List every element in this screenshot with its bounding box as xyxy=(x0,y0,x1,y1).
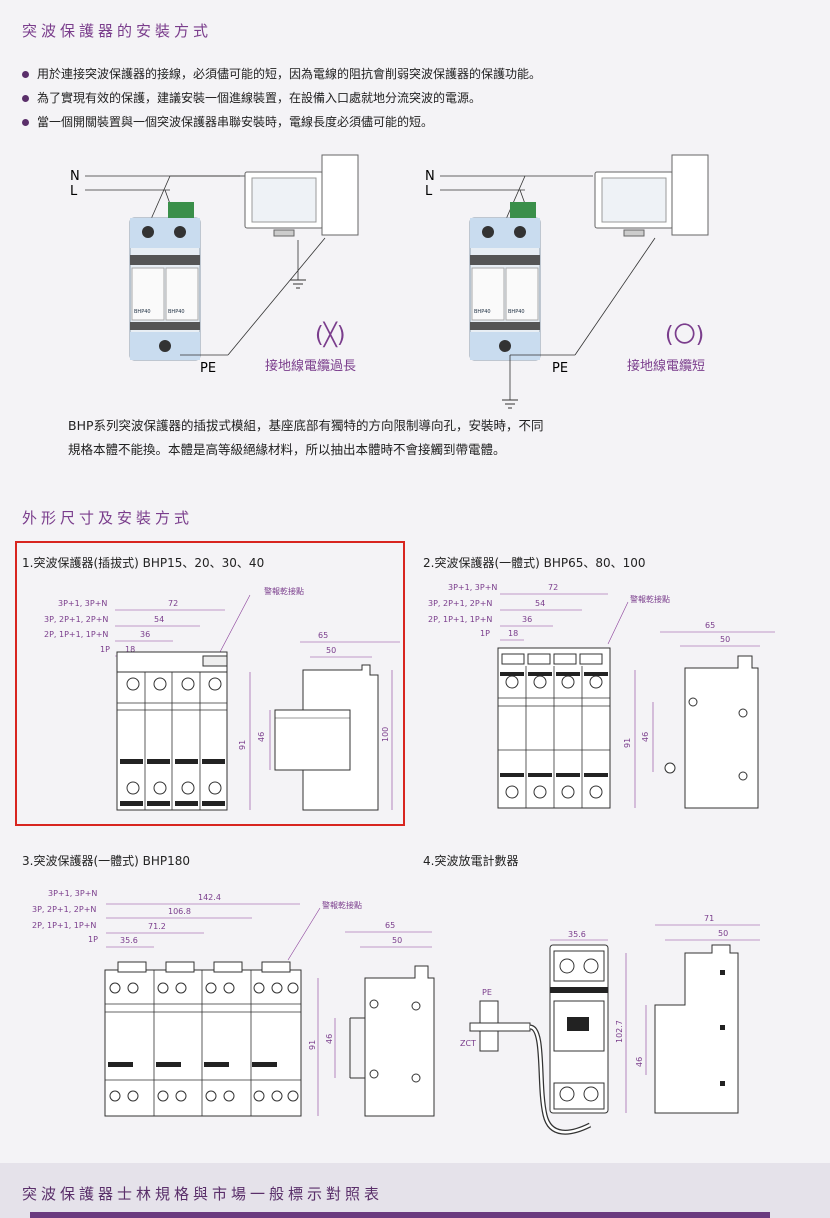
svg-text:3P, 2P+1, 2P+N: 3P, 2P+1, 2P+N xyxy=(32,905,96,914)
surge-protector-device: BHP40 BHP40 xyxy=(469,202,541,361)
n-label: N xyxy=(425,169,435,184)
wiring-diagram-long-ground: N L BHP40 BHP40 PE (╳) 接地線電纜過長 xyxy=(70,154,359,376)
svg-text:71: 71 xyxy=(704,914,714,923)
bullet-icon xyxy=(22,118,29,126)
caption-long-ground: 接地線電纜過長 xyxy=(265,358,356,374)
svg-text:46: 46 xyxy=(257,732,266,742)
bullet-icon xyxy=(22,70,29,78)
svg-text:50: 50 xyxy=(392,936,402,945)
bullet-item: 當一個開關裝置與一個突波保護器串聯安裝時，電線長度必須儘可能的短。 xyxy=(22,110,541,134)
svg-text:91: 91 xyxy=(623,738,632,748)
svg-text:102.7: 102.7 xyxy=(615,1020,624,1043)
section-title-installation: 突波保護器的安裝方式 xyxy=(22,22,213,40)
svg-text:50: 50 xyxy=(720,635,730,644)
svg-text:46: 46 xyxy=(635,1057,644,1067)
bullet-icon xyxy=(22,94,29,102)
correct-mark-icon: (〇) xyxy=(665,323,704,348)
svg-text:100: 100 xyxy=(381,727,390,742)
svg-text:46: 46 xyxy=(325,1034,334,1044)
svg-text:3P+1, 3P+N: 3P+1, 3P+N xyxy=(48,889,97,898)
svg-text:50: 50 xyxy=(718,929,728,938)
svg-text:36: 36 xyxy=(522,615,532,624)
svg-text:72: 72 xyxy=(548,583,558,592)
fig1-title: 1.突波保護器(插拔式) BHP15、20、30、40 xyxy=(22,556,265,570)
svg-text:3P, 2P+1, 2P+N: 3P, 2P+1, 2P+N xyxy=(428,599,492,608)
computer-icon xyxy=(594,154,709,237)
zct-label: ZCT xyxy=(460,1039,476,1048)
svg-text:54: 54 xyxy=(535,599,545,608)
svg-text:50: 50 xyxy=(326,646,336,655)
fig2-title: 2.突波保護器(一體式) BHP65、80、100 xyxy=(423,556,646,570)
svg-text:71.2: 71.2 xyxy=(148,922,166,931)
svg-text:54: 54 xyxy=(154,615,164,624)
fig4-title: 4.突波放電計數器 xyxy=(423,854,519,868)
svg-text:1P: 1P xyxy=(480,629,490,638)
svg-text:2P, 1P+1, 1P+N: 2P, 1P+1, 1P+N xyxy=(428,615,492,624)
svg-text:3P+1, 3P+N: 3P+1, 3P+N xyxy=(58,599,107,608)
svg-text:BHP40: BHP40 xyxy=(168,309,185,315)
l-label: L xyxy=(70,184,78,199)
svg-text:18: 18 xyxy=(508,629,518,638)
alarm-contact-label: 警報乾接點 xyxy=(322,900,362,910)
wrong-mark-icon: (╳) xyxy=(315,321,345,348)
fig2-drawing: 3P+1, 3P+N 3P, 2P+1, 2P+N 2P, 1P+1, 1P+N… xyxy=(428,583,775,809)
fig3-drawing: 3P+1, 3P+N 3P, 2P+1, 2P+N 2P, 1P+1, 1P+N… xyxy=(32,889,435,1117)
svg-text:3P+1, 3P+N: 3P+1, 3P+N xyxy=(448,583,497,592)
plugin-module-paragraph: BHP系列突波保護器的插拔式模組，基座底部有獨特的方向限制導向孔，安裝時，不同 … xyxy=(68,418,544,457)
caption-short-ground: 接地線電纜短 xyxy=(627,358,705,374)
wiring-diagram-short-ground: N L BHP40 BHP40 PE (〇) 接地線電纜短 xyxy=(425,154,709,409)
pe-label: PE xyxy=(552,361,568,376)
comparison-table-header xyxy=(30,1212,770,1218)
svg-text:2P, 1P+1, 1P+N: 2P, 1P+1, 1P+N xyxy=(44,630,108,639)
surge-protector-device: BHP40 BHP40 xyxy=(129,202,201,361)
section-title-dimensions: 外形尺寸及安裝方式 xyxy=(22,509,194,527)
pe-label: PE xyxy=(200,361,216,376)
svg-text:18: 18 xyxy=(125,645,135,654)
section-title-comparison: 突波保護器士林規格與市場一般標示對照表 xyxy=(22,1185,384,1203)
svg-text:65: 65 xyxy=(705,621,715,630)
bullet-item: 用於連接突波保護器的接線，必須儘可能的短，因為電線的阻抗會削弱突波保護器的保護功… xyxy=(22,62,541,86)
l-label: L xyxy=(425,184,433,199)
svg-text:91: 91 xyxy=(308,1040,317,1050)
svg-text:36: 36 xyxy=(140,630,150,639)
svg-text:142.4: 142.4 xyxy=(198,893,221,902)
svg-text:BHP40: BHP40 xyxy=(508,309,525,315)
svg-text:72: 72 xyxy=(168,599,178,608)
alarm-contact-label: 警報乾接點 xyxy=(264,586,304,596)
alarm-contact-label: 警報乾接點 xyxy=(630,594,670,604)
bullet-item: 為了實現有效的保護，建議安裝一個進線裝置，在設備入口處就地分流突波的電源。 xyxy=(22,86,541,110)
svg-text:BHP40: BHP40 xyxy=(134,309,151,315)
svg-text:35.6: 35.6 xyxy=(120,936,138,945)
svg-text:1P: 1P xyxy=(100,645,110,654)
svg-text:106.8: 106.8 xyxy=(168,907,191,916)
svg-text:BHP40: BHP40 xyxy=(474,309,491,315)
n-label: N xyxy=(70,169,80,184)
svg-text:1P: 1P xyxy=(88,935,98,944)
installation-bullets: 用於連接突波保護器的接線，必須儘可能的短，因為電線的阻抗會削弱突波保護器的保護功… xyxy=(22,62,541,134)
fig1-drawing: 3P+1, 3P+N 3P, 2P+1, 2P+N 2P, 1P+1, 1P+N… xyxy=(44,586,400,811)
fig3-title: 3.突波保護器(一體式) BHP180 xyxy=(22,854,191,868)
svg-text:35.6: 35.6 xyxy=(568,930,586,939)
svg-text:65: 65 xyxy=(385,921,395,930)
svg-text:91: 91 xyxy=(238,740,247,750)
fig4-drawing: PE ZCT 35.6 71 50 102.7 46 xyxy=(460,914,760,1135)
computer-icon xyxy=(244,154,359,237)
bottom-band xyxy=(0,1163,830,1218)
svg-text:46: 46 xyxy=(641,732,650,742)
pe-label: PE xyxy=(482,988,492,997)
svg-text:3P, 2P+1, 2P+N: 3P, 2P+1, 2P+N xyxy=(44,615,108,624)
svg-text:65: 65 xyxy=(318,631,328,640)
highlight-box xyxy=(15,541,405,826)
svg-text:2P, 1P+1, 1P+N: 2P, 1P+1, 1P+N xyxy=(32,921,96,930)
